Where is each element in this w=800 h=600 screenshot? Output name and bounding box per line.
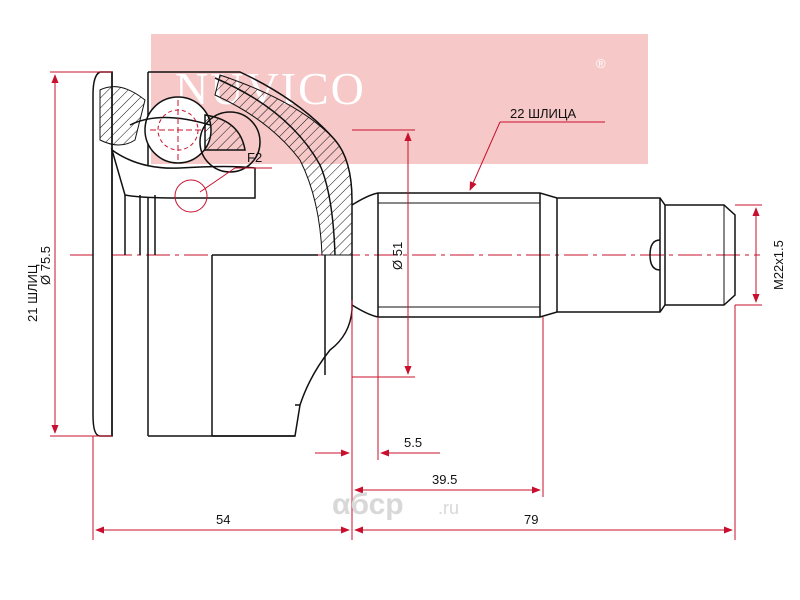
dimension-54: 54	[216, 512, 230, 527]
shaft-diameter-label: Ø 51	[390, 242, 405, 270]
stub-shaft	[351, 192, 736, 318]
watermark-registered-mark: ®	[596, 56, 606, 71]
outer-diameter-label: Ø 75.5	[38, 246, 53, 285]
outer-splines-label: 21 ШЛИЦ	[25, 264, 40, 322]
dimension-lines	[50, 71, 762, 540]
source-watermark-text: αбсp	[332, 488, 404, 521]
hatched-inner-race	[99, 86, 146, 146]
hatched-section	[214, 74, 353, 256]
dimension-39-5: 39.5	[432, 472, 457, 487]
dimension-79: 79	[524, 512, 538, 527]
inner-splines-label: 22 ШЛИЦА	[510, 106, 576, 121]
ball-center-mark	[150, 100, 208, 213]
dimension-5-5: 5.5	[404, 435, 422, 450]
source-watermark-tld: .ru	[438, 498, 459, 518]
source-watermark: αбсp .ru	[332, 488, 459, 521]
inner-race	[110, 96, 261, 255]
thread-label: M22x1.5	[771, 240, 786, 290]
f2-tag: F2	[247, 150, 262, 165]
